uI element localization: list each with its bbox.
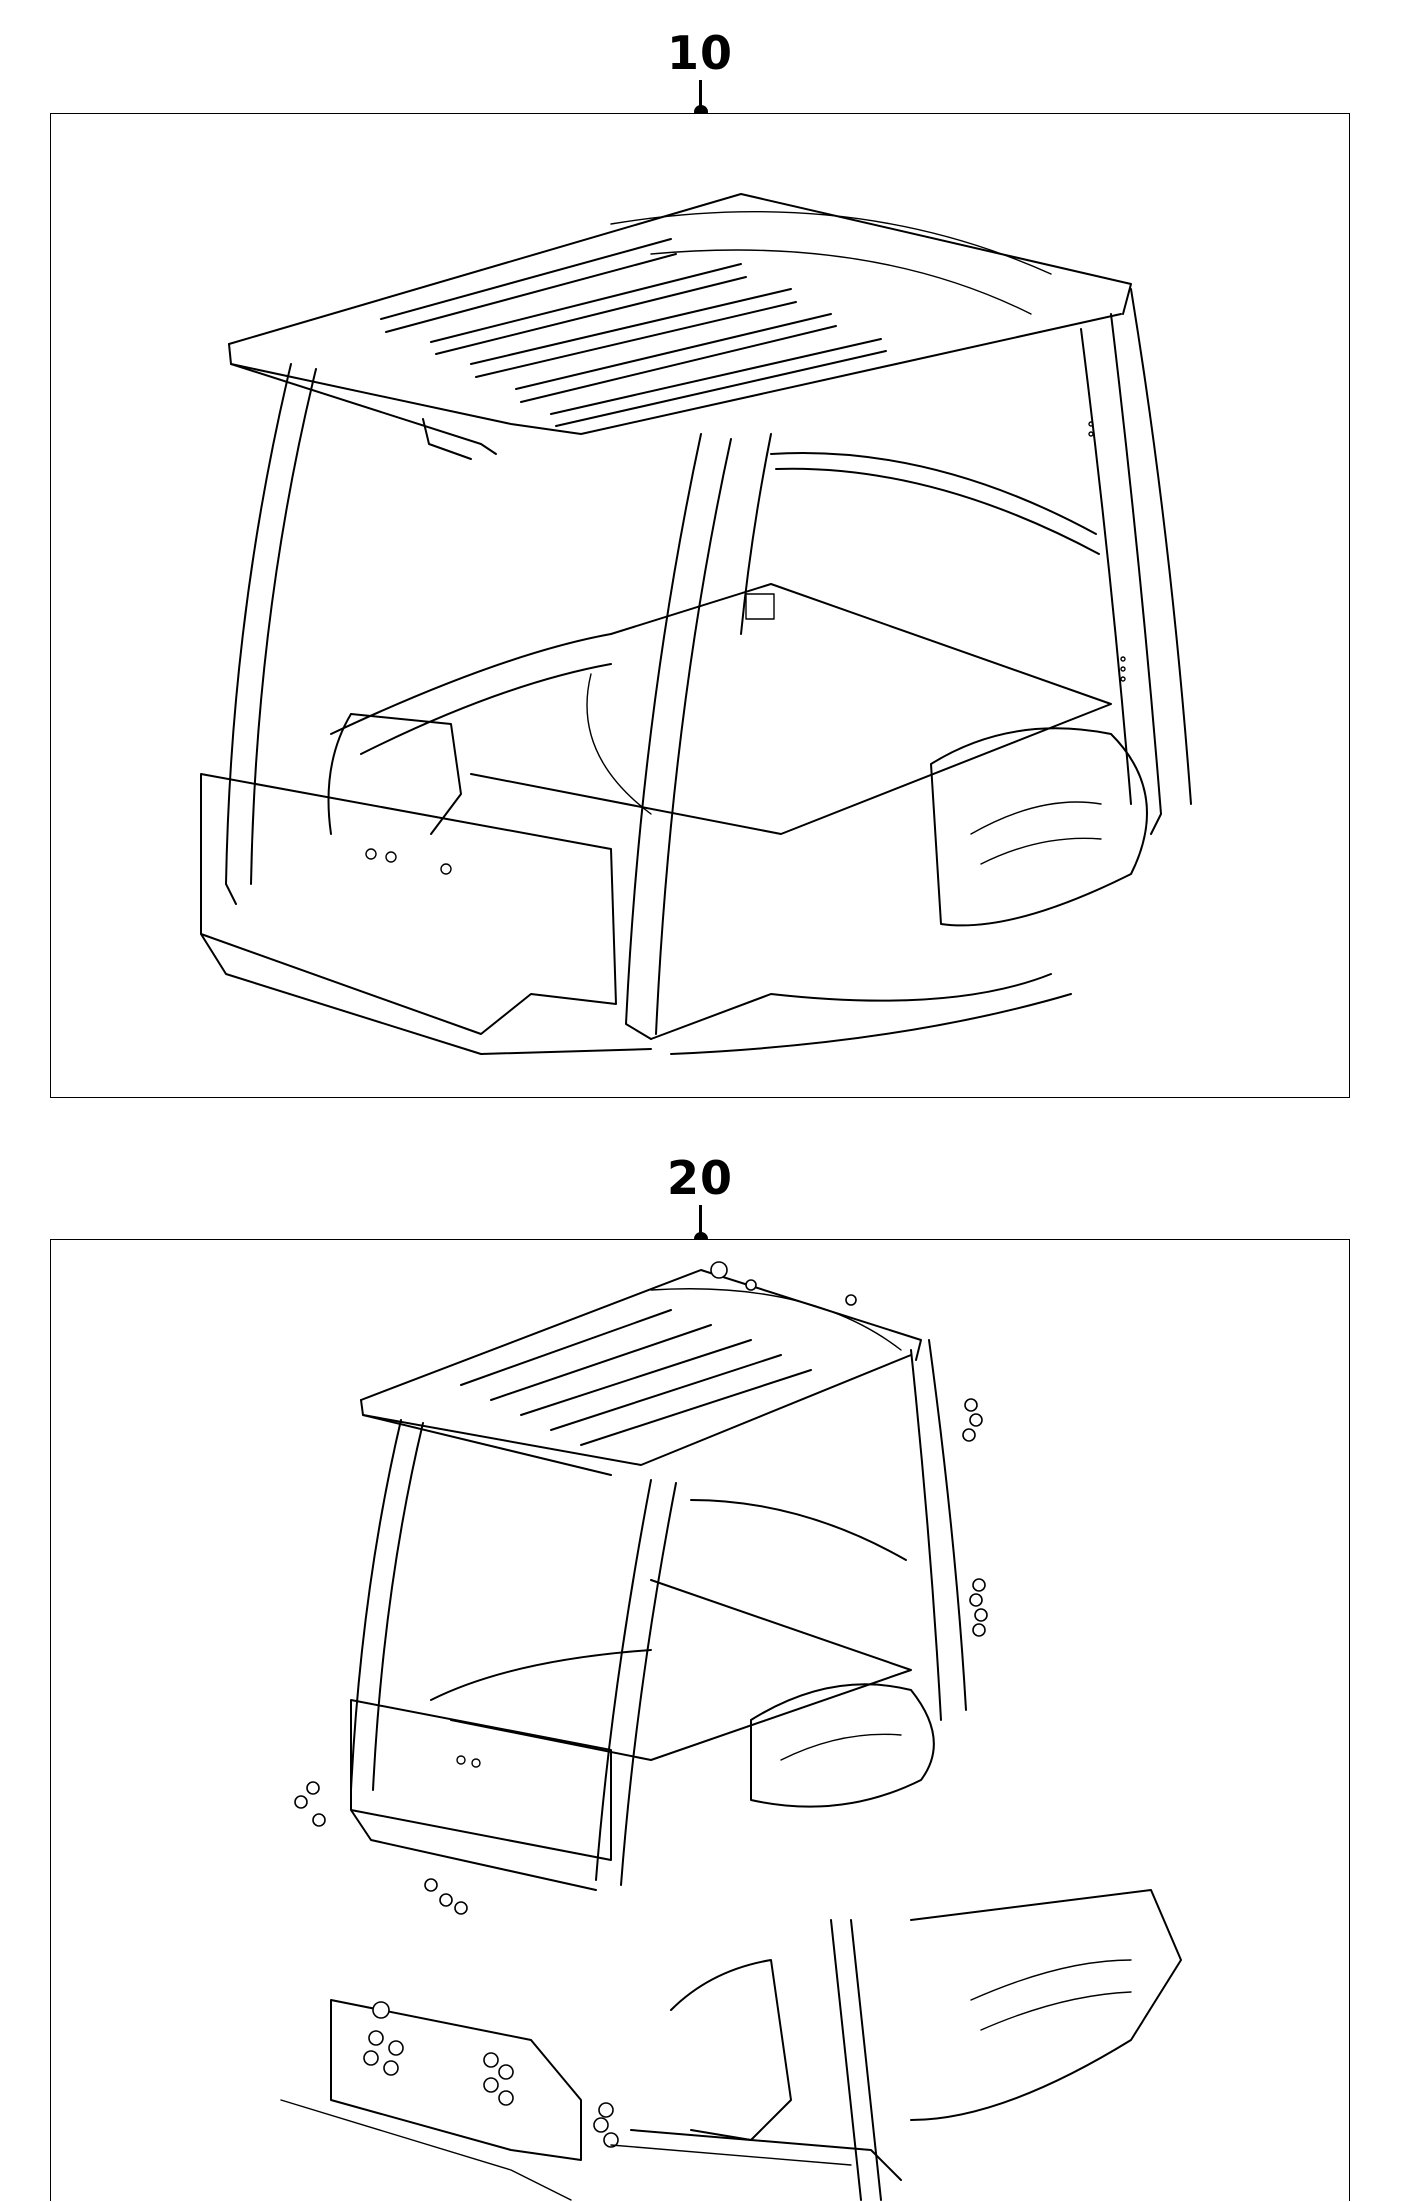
roof-front-beam [360,1269,922,1401]
bracket-plate [330,1999,582,2161]
right-console [930,727,1148,927]
roof-front-beam [228,193,1132,345]
front-lower-panel [200,773,617,1035]
callout-label-20: 20 [667,1151,734,1205]
roof-left-edge [228,343,497,455]
callout-label-10: 10 [667,26,734,80]
rear-right-pillar [1110,313,1162,835]
callout-leader-20 [699,1205,702,1235]
cab-floor [450,1579,912,1761]
rear-right-pillar [910,1349,942,1721]
seat-console [350,713,462,835]
front-left-pillar [225,363,292,905]
front-right-pillar [625,433,702,1040]
cab-floor [470,583,1112,835]
roof-bar [460,1309,672,1386]
panel-10 [50,113,1350,1098]
front-right-pillar [595,1479,652,1881]
cab-frame-exploded-drawing [280,1261,1182,2201]
roof-bar [380,238,672,320]
right-console [750,1683,935,1808]
front-lower-panel [350,1699,612,1861]
bolt-icon [710,1261,728,1279]
front-left-pillar [350,1419,402,1791]
panel-20 [50,1239,1350,2201]
rear-left-pillar [740,433,772,635]
cab-frame-drawing [200,193,1192,1055]
callout-leader-10 [699,80,702,108]
